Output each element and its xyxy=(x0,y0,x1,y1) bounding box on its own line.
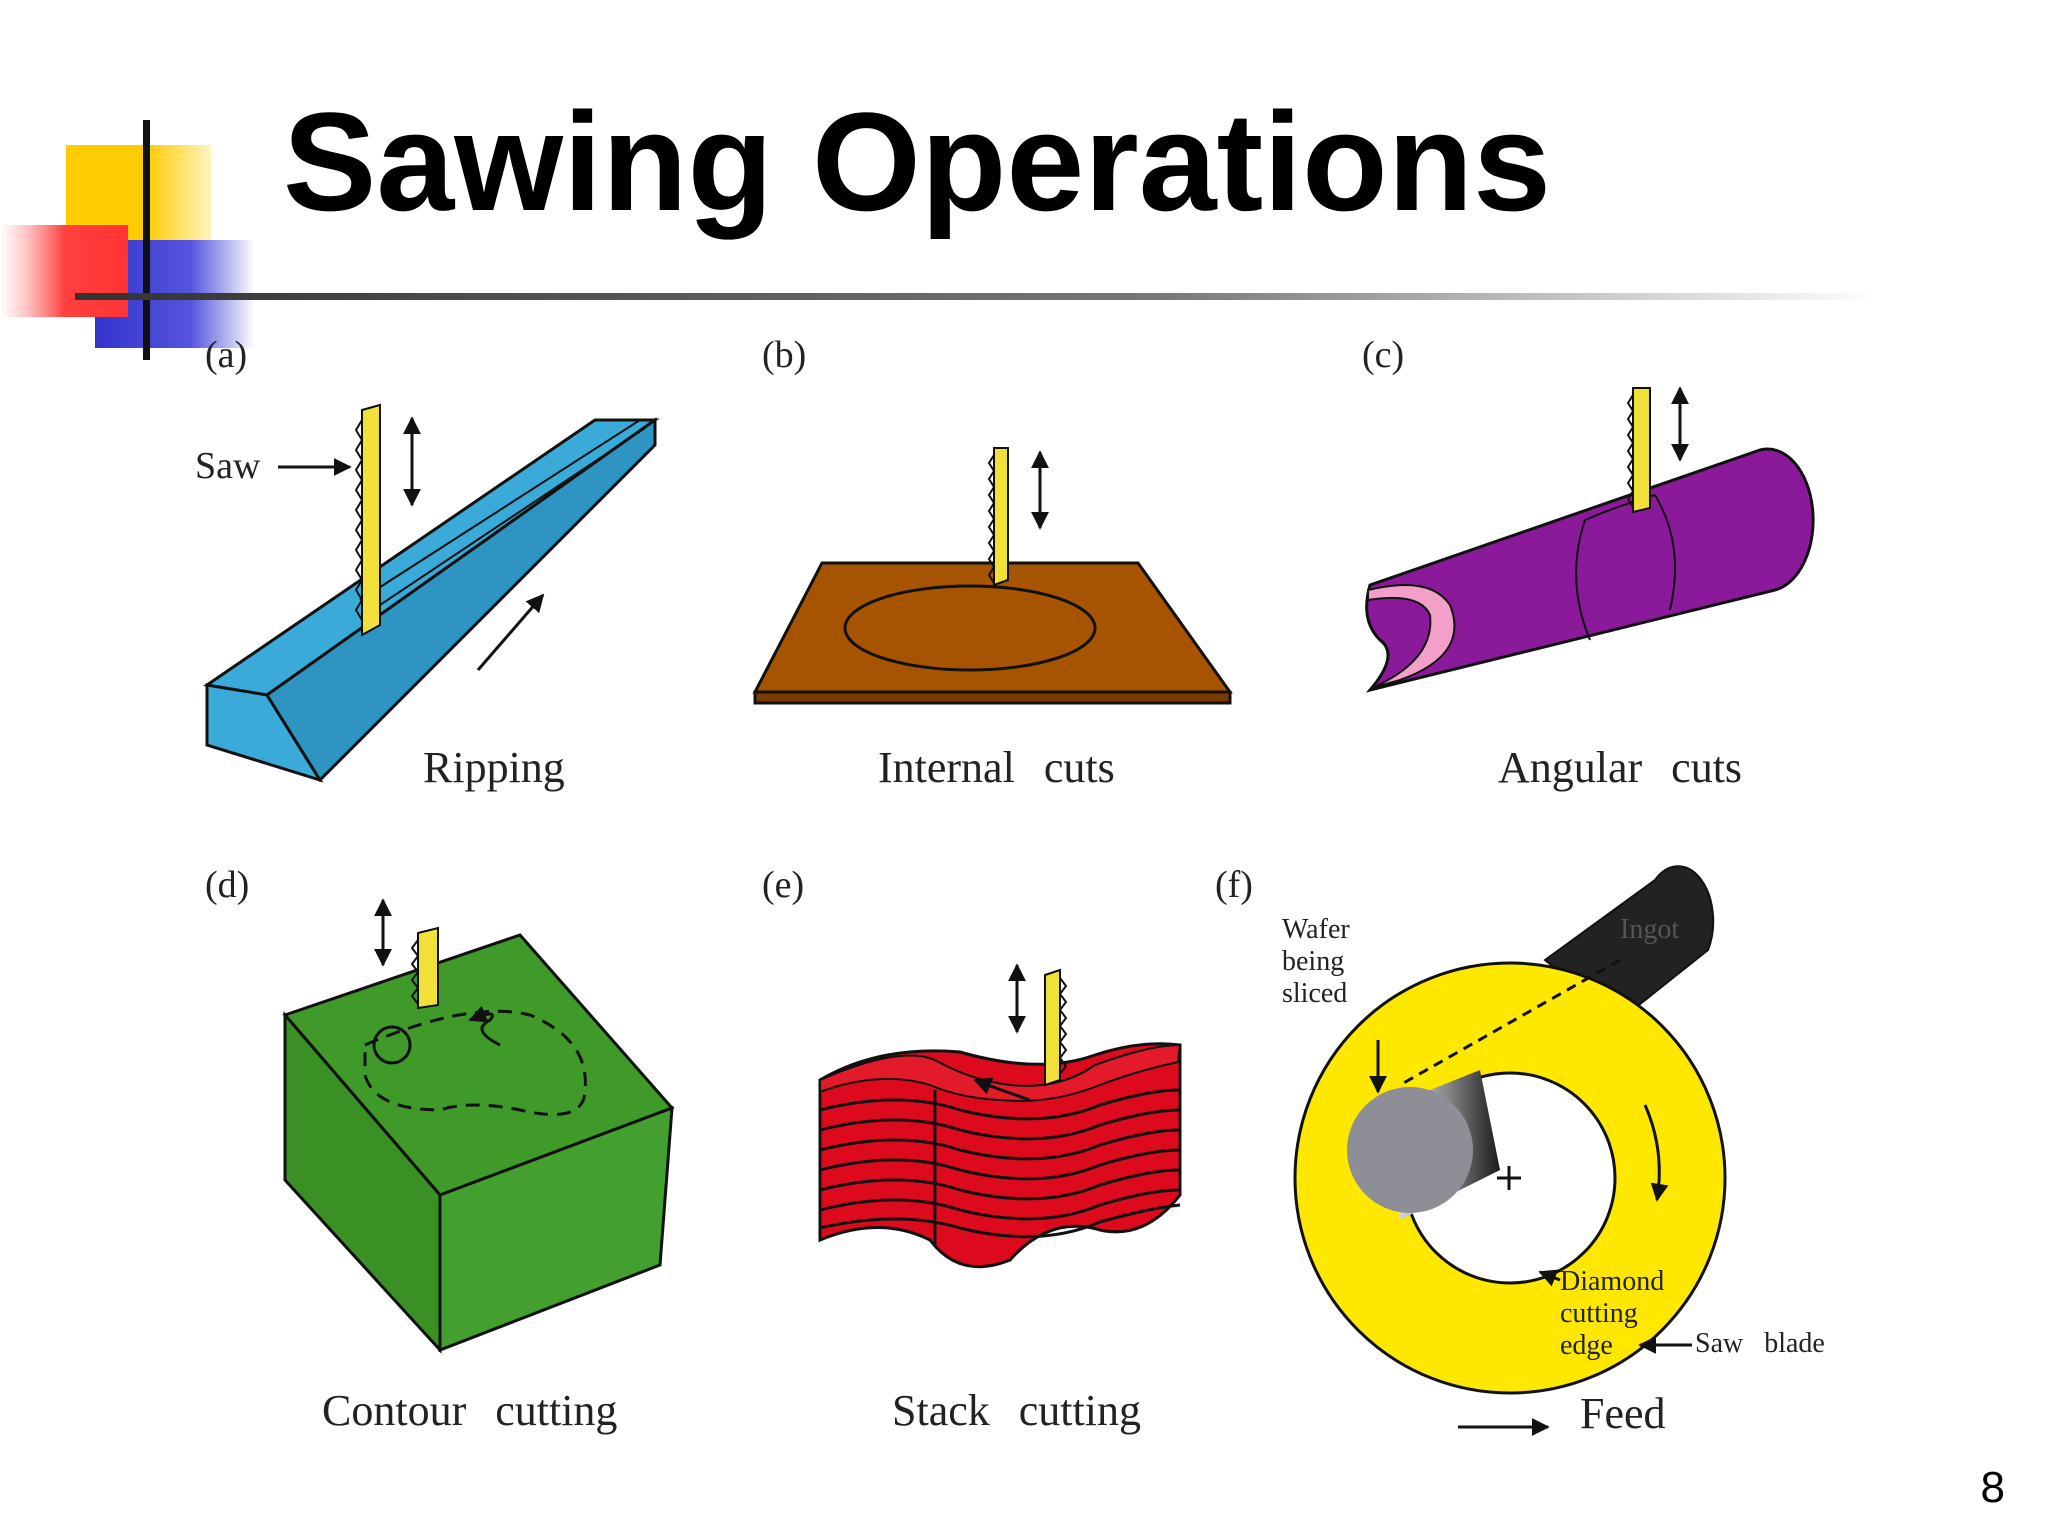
panel-c-angular-cuts: (c) Angular cuts xyxy=(1362,334,1815,792)
wafer-label-1: Wafer xyxy=(1282,914,1350,945)
panel-b-internal-cuts: (b) Internal cuts xyxy=(752,334,1233,792)
angular-tube-body xyxy=(1365,447,1815,693)
page-title: Sawing Operations xyxy=(283,83,1551,240)
internal-plate-edge xyxy=(753,690,1232,705)
deco-vertical-line xyxy=(143,120,150,360)
stack-saw-blade xyxy=(1044,968,1061,1087)
ripping-feed-arrow xyxy=(476,593,545,671)
contour-saw-blade xyxy=(417,926,439,1010)
edge-label-2: cutting xyxy=(1560,1298,1638,1329)
edge-label-3: edge xyxy=(1560,1330,1613,1361)
wafer-label-2: being xyxy=(1282,946,1344,977)
angular-saw-blade xyxy=(1632,387,1651,514)
page-number: 8 xyxy=(1980,1463,2005,1512)
internal-cut-path xyxy=(843,584,1097,672)
panel-d-label: (d) xyxy=(205,864,249,906)
title-decoration xyxy=(0,120,1880,360)
panel-e-caption: Stack cutting xyxy=(892,1386,1141,1435)
saw-label: Saw xyxy=(195,445,261,487)
panel-f-label: (f) xyxy=(1215,864,1253,906)
contour-cut-path xyxy=(363,1009,587,1116)
panel-e-label: (e) xyxy=(762,864,804,906)
panel-b-caption: Internal cuts xyxy=(878,743,1115,792)
wafer-label-3: sliced xyxy=(1282,978,1347,1009)
contour-block-right xyxy=(438,1105,674,1353)
panel-b-label: (b) xyxy=(762,334,806,376)
ripping-saw-blade xyxy=(361,403,381,637)
angular-tube-inner xyxy=(1367,584,1456,689)
panel-f-caption: Feed xyxy=(1580,1389,1666,1438)
panel-e-stack-cutting: (e) Stack cutting xyxy=(762,864,1182,1435)
panel-d-caption: Contour cutting xyxy=(322,1386,617,1435)
panel-c-caption: Angular cuts xyxy=(1498,743,1742,792)
ripping-board-side xyxy=(264,417,657,783)
panel-a-caption: Ripping xyxy=(423,743,565,792)
panel-d-contour-cutting: (d) Contour cutting xyxy=(205,864,675,1435)
internal-saw-blade xyxy=(993,447,1009,587)
panel-c-label: (c) xyxy=(1362,334,1404,376)
deco-red-square xyxy=(0,225,128,317)
panel-a-ripping: (a) Saw Ripping xyxy=(195,334,660,792)
wafer-disc xyxy=(1347,1087,1473,1213)
ingot-label: Ingot xyxy=(1620,914,1679,945)
edge-label-1: Diamond xyxy=(1560,1266,1664,1297)
title-underline xyxy=(75,293,1880,300)
saw-blade-label: Saw blade xyxy=(1695,1328,1825,1359)
panel-f-wafer-slicing: (f) Wafer being sliced Ingot Diamond cut… xyxy=(1215,864,1825,1438)
stack-top xyxy=(819,1043,1182,1102)
panel-a-label: (a) xyxy=(205,334,247,376)
